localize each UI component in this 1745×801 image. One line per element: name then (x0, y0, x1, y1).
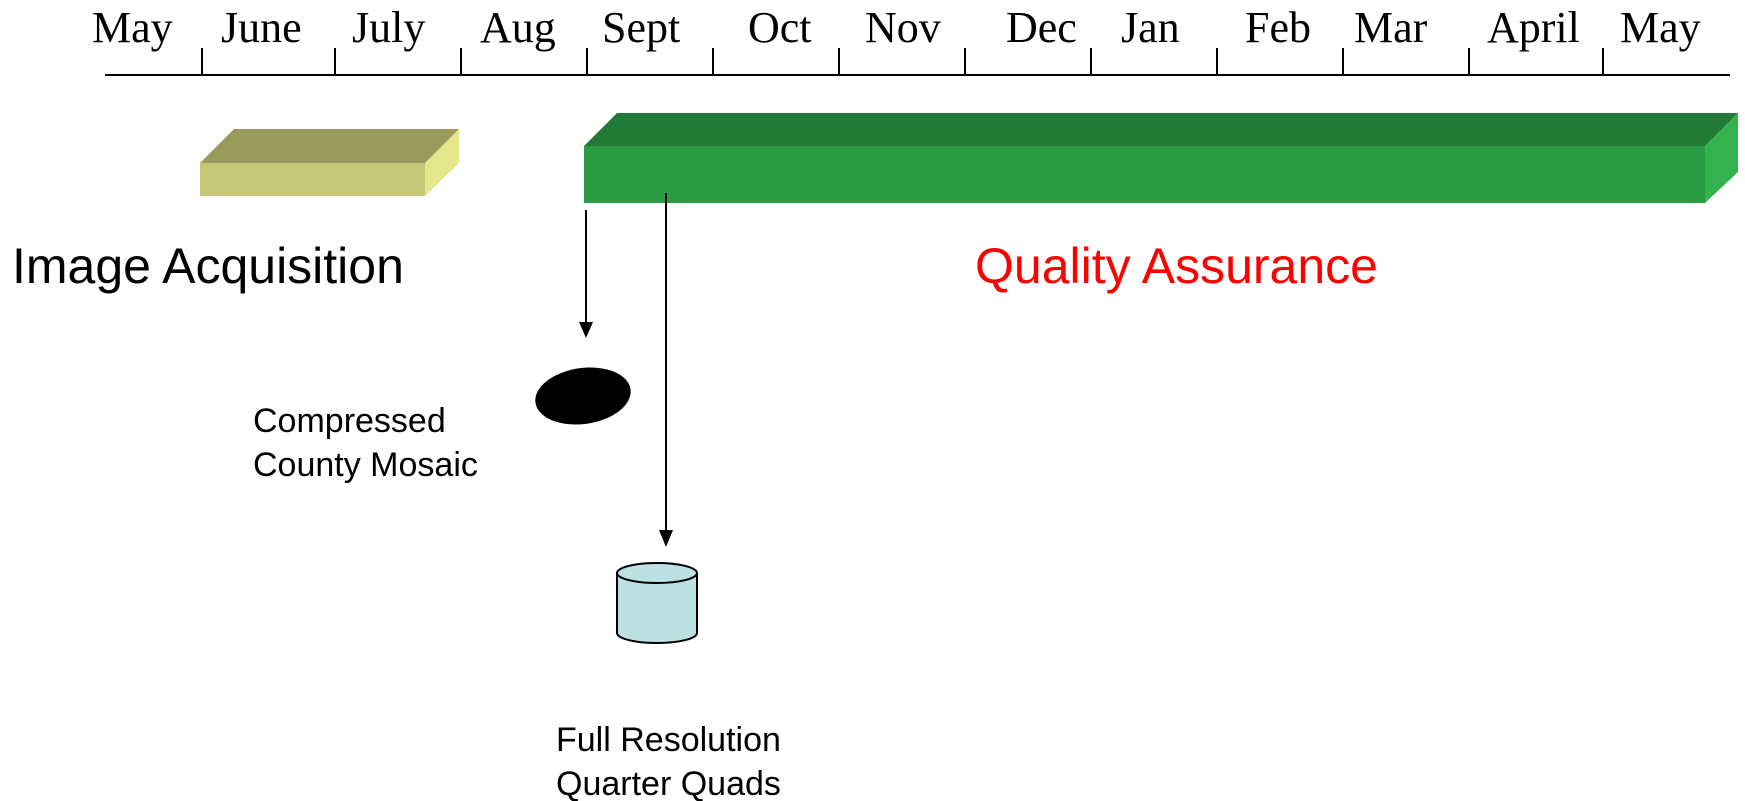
arrowhead-icon (659, 530, 673, 547)
timeline-axis: May June July Aug Sept Oct Nov Dec Jan F… (92, 3, 1730, 76)
cylinder-top (616, 562, 698, 584)
image-acquisition-bar-top (200, 129, 459, 163)
arrow-to-quarter-quads (659, 193, 673, 547)
month-label: Dec (1006, 3, 1077, 52)
image-acquisition-bar (200, 129, 459, 196)
month-label: April (1487, 3, 1580, 52)
image-acquisition-label: Image Acquisition (12, 238, 404, 294)
arrowhead-icon (579, 322, 593, 338)
cylinder-icon (616, 562, 698, 644)
compressed-mosaic-label-line2: County Mosaic (253, 446, 478, 484)
month-label: Nov (865, 3, 941, 52)
quarter-quads-label-line2: Quarter Quads (556, 765, 781, 801)
quality-assurance-bar-front (584, 146, 1705, 203)
cylinder-body (616, 572, 698, 644)
month-label: Oct (748, 3, 812, 52)
ellipse-icon (535, 367, 631, 425)
month-label: July (352, 3, 425, 52)
arrow-to-compressed-mosaic (579, 210, 593, 338)
month-label: June (221, 3, 302, 52)
image-acquisition-bar-side (425, 129, 459, 196)
quality-assurance-bar-top (584, 113, 1738, 146)
month-label: May (1620, 3, 1701, 52)
month-label: Mar (1354, 3, 1428, 52)
month-label: May (92, 3, 173, 52)
image-acquisition-bar-front (200, 163, 425, 196)
month-label: Sept (602, 3, 680, 52)
month-label: Jan (1121, 3, 1180, 52)
month-label: Feb (1245, 3, 1311, 52)
quality-assurance-bar (584, 113, 1738, 203)
quality-assurance-bar-side (1705, 113, 1738, 203)
month-label: Aug (480, 3, 556, 52)
quarter-quads-label-line1: Full Resolution (556, 721, 781, 759)
compressed-mosaic-label-line1: Compressed (253, 402, 446, 440)
quality-assurance-label: Quality Assurance (975, 238, 1378, 294)
